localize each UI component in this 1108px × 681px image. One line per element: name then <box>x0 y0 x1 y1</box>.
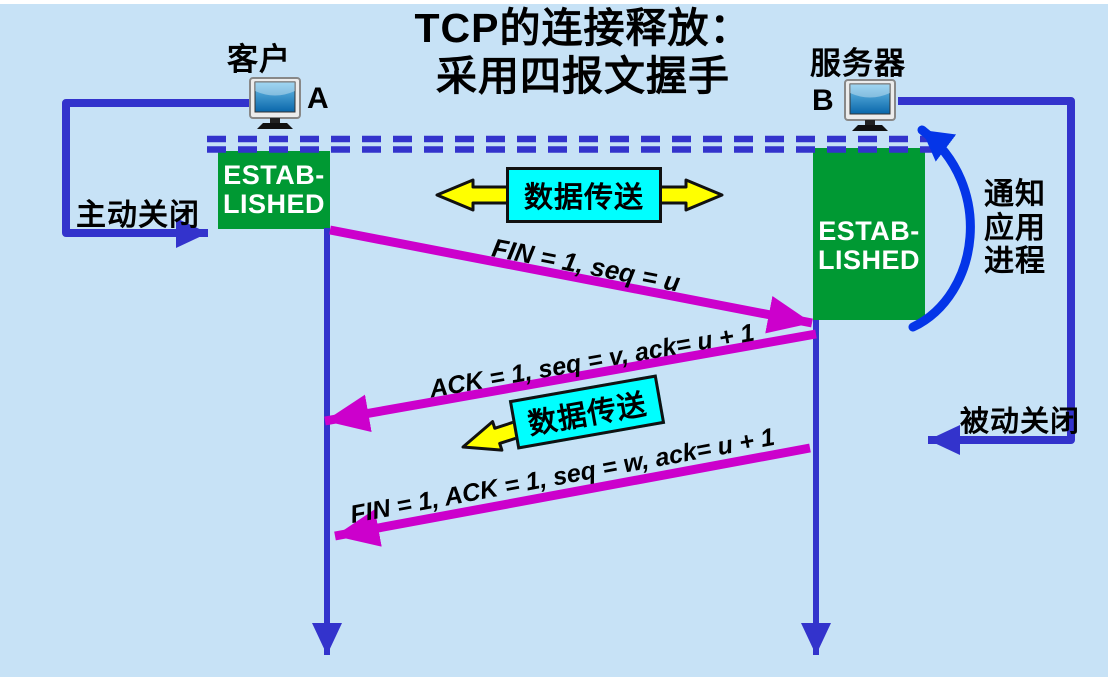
client-label: 客户 <box>227 42 291 77</box>
active-close-label: 主动关闭 <box>76 199 200 232</box>
notify-application-label: 通知 应用 进程 <box>984 178 1046 279</box>
fin-segment-arrow <box>329 225 813 334</box>
client-state-label: ESTAB- LISHED <box>218 151 330 229</box>
active-close-arrow <box>62 99 252 248</box>
page-title: TCP的连接释放： 采用四报文握手 <box>368 5 798 101</box>
server-host-id: B <box>812 84 834 117</box>
data-transfer-box-top: 数据传送 <box>506 167 662 223</box>
server-computer-icon <box>844 79 896 132</box>
client-state-line-1: ESTAB- <box>223 160 325 191</box>
client-state-line-2: LISHED <box>222 189 325 219</box>
client-host-id: A <box>307 82 329 115</box>
client-state-box <box>218 151 330 229</box>
passive-close-arrow <box>898 97 1075 455</box>
top-edge <box>0 0 1108 4</box>
server-state-box <box>813 148 925 320</box>
server-state-line-2: LISHED <box>817 245 920 275</box>
notify-line-2: 应用 <box>984 211 1046 245</box>
fin-ack-segment-arrow <box>334 443 811 547</box>
notify-line-3: 进程 <box>984 245 1046 279</box>
data-transfer-top-label: 数据传送 <box>523 182 644 214</box>
bottom-edge <box>0 677 1108 681</box>
title-line-1: TCP的连接释放： <box>414 5 752 51</box>
title-line-2: 采用四报文握手 <box>436 52 730 99</box>
server-state-line-1: ESTAB- <box>818 216 920 247</box>
passive-close-label: 被动关闭 <box>960 406 1081 438</box>
data-transfer-left-arrow-icon <box>435 178 512 212</box>
server-state-label: ESTAB- LISHED <box>813 148 925 320</box>
notify-line-1: 通知 <box>984 178 1046 211</box>
notify-application-arrow <box>908 125 975 332</box>
ack-segment-arrow <box>324 329 817 433</box>
client-computer-icon <box>249 77 301 130</box>
server-label: 服务器 <box>810 46 906 81</box>
